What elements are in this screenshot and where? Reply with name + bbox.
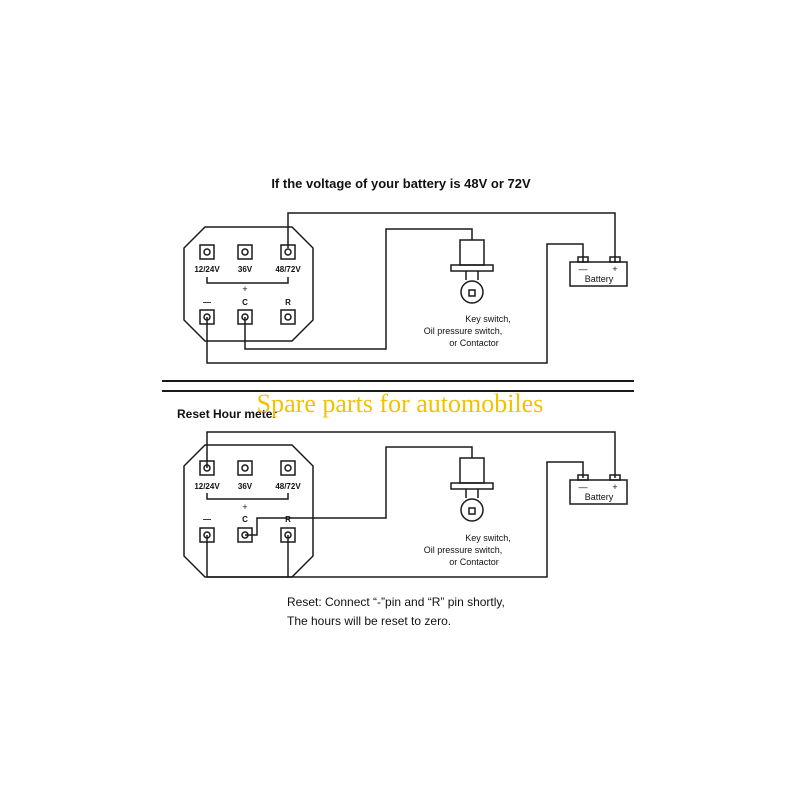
label-c: C: [242, 298, 248, 307]
label-36v: 36V: [238, 265, 253, 274]
plus-bracket: [206, 277, 289, 284]
key-switch-icon: [450, 457, 494, 522]
terminal-12-24v: [199, 244, 215, 260]
battery-minus-label: —: [579, 482, 588, 492]
label-r: R: [285, 298, 291, 307]
battery-label: Battery: [585, 274, 614, 284]
terminal-48-72v: [280, 460, 296, 476]
wire-c-to-switch: [245, 446, 473, 536]
battery-plus-label: +: [612, 264, 617, 274]
watermark-text: Spare parts for automobiles: [257, 389, 544, 418]
label-r: R: [285, 515, 291, 524]
top-diagram: [183, 212, 628, 364]
switch-label-line-1: Key switch,: [465, 533, 511, 543]
switch-label-line-3: or Contactor: [449, 338, 499, 348]
switch-label-line-2: Oil pressure switch,: [424, 326, 503, 336]
switch-label-line-2: Oil pressure switch,: [424, 545, 503, 555]
wire-minus-to-battery-minus: [206, 243, 584, 364]
reset-note-line-1: Reset: Connect “-”pin and “R” pin shortl…: [287, 595, 505, 609]
label-12-24v: 12/24V: [194, 482, 220, 491]
terminal-36v: [237, 244, 253, 260]
switch-label-line-3: or Contactor: [449, 557, 499, 567]
wire-ground-to-battery-minus: [207, 461, 584, 578]
battery-plus-label: +: [612, 482, 617, 492]
label-48-72v: 48/72V: [275, 265, 301, 274]
label-plus: +: [242, 284, 247, 294]
meter-body: [183, 226, 314, 342]
terminal-r: [280, 309, 296, 325]
switch-label-line-1: Key switch,: [465, 314, 511, 324]
label-minus: —: [203, 298, 211, 307]
wire-c-to-switch: [244, 228, 473, 350]
wire-12v-to-battery-plus: [206, 431, 616, 478]
label-plus: +: [242, 502, 247, 512]
meter-body: [183, 444, 314, 578]
bottom-title: Reset Hour meter: [177, 407, 277, 421]
battery-icon: [569, 256, 628, 287]
terminal-36v: [237, 460, 253, 476]
battery-label: Battery: [585, 492, 614, 502]
bottom-diagram: [183, 431, 628, 578]
battery-minus-label: —: [579, 264, 588, 274]
label-minus: —: [203, 515, 211, 524]
label-12-24v: 12/24V: [194, 265, 220, 274]
plus-bracket: [206, 493, 289, 500]
battery-icon: [569, 474, 628, 505]
label-36v: 36V: [238, 482, 253, 491]
wire-48v-to-battery-plus: [287, 212, 616, 262]
label-c: C: [242, 515, 248, 524]
label-48-72v: 48/72V: [275, 482, 301, 491]
key-switch-icon: [450, 239, 494, 304]
reset-note-line-2: The hours will be reset to zero.: [287, 614, 451, 628]
top-title: If the voltage of your battery is 48V or…: [271, 176, 531, 191]
